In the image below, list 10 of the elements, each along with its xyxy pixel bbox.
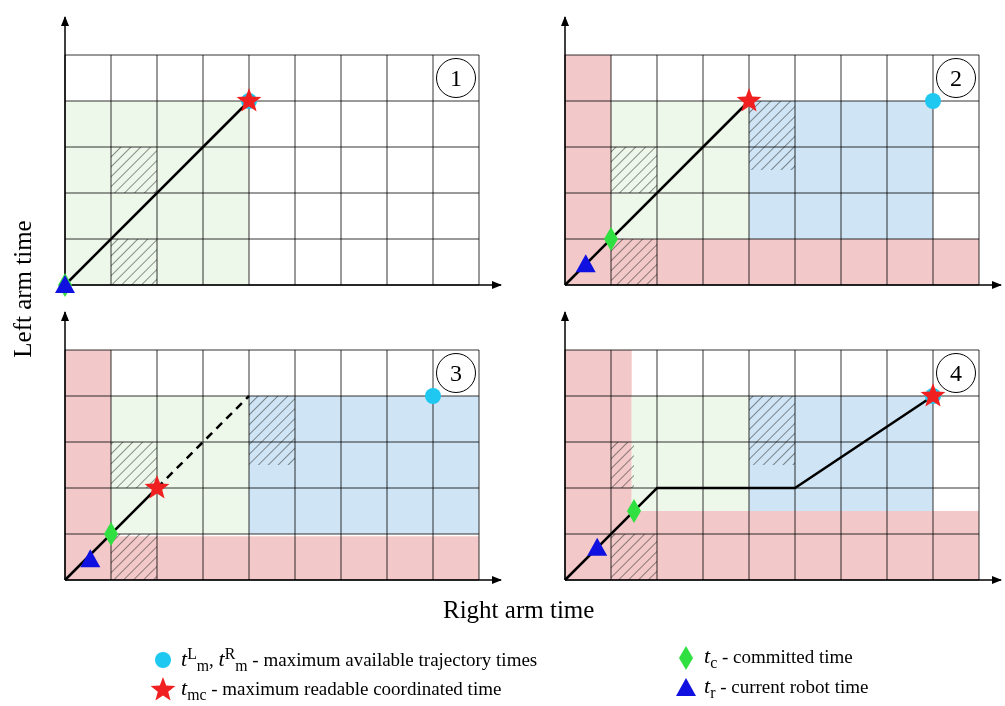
legend-text: t$_{r}$ - current robot time	[704, 673, 869, 702]
legend-text: t$_{c}$ - committed time	[704, 643, 853, 672]
panel-number: 2	[936, 58, 976, 98]
panel-number: 3	[436, 353, 476, 393]
legend-text: t$^{L}$$_{m}$, t$^{R}$$_{m}$ - maximum available trajectory times	[181, 645, 538, 676]
axis-title: Right arm time	[443, 596, 595, 624]
legend-text: t$_{mc}$ - maximum readable coordinated time	[181, 675, 502, 704]
axis-title: Left arm time	[9, 219, 37, 360]
panel-number: 1	[436, 58, 476, 98]
panel-number: 4	[936, 353, 976, 393]
